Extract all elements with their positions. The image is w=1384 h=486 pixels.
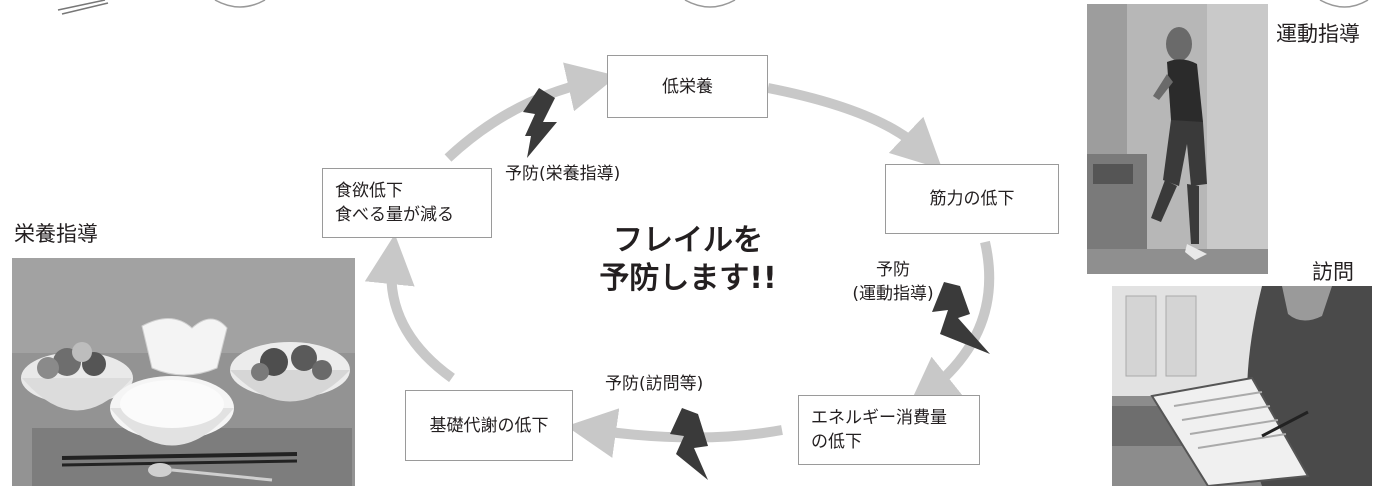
node-appetite-decline-line1: 食欲低下 (335, 181, 403, 201)
lightning-bolt-icon (523, 88, 557, 158)
node-undernutrition: 低栄養 (607, 55, 768, 118)
node-metabolism-decline-label: 基礎代謝の低下 (429, 415, 549, 436)
node-muscle-decline: 筋力の低下 (885, 164, 1059, 234)
node-undernutrition-label: 低栄養 (662, 76, 713, 97)
lightning-bolt-icon (670, 408, 708, 480)
node-energy-decline: エネルギー消費量 の低下 (798, 395, 980, 465)
node-energy-decline-line1: エネルギー消費量 (811, 408, 947, 428)
prevention-exercise-line2: (運動指導) (852, 284, 934, 304)
arrow-undernutrition-to-muscle (767, 83, 943, 170)
lightning-bolt-icon (932, 282, 990, 354)
prevention-nutrition-label: 予防(栄養指導) (505, 164, 621, 184)
nutrition-photo-caption: 栄養指導 (14, 222, 98, 246)
prevention-exercise-line1: 予防 (876, 260, 910, 280)
prevention-visit-label: 予防(訪問等) (605, 374, 704, 394)
home-visit-photo (1112, 286, 1372, 486)
node-muscle-decline-label: 筋力の低下 (929, 189, 1015, 209)
arrow-appetite-to-undernutrition (444, 62, 618, 162)
node-metabolism-decline: 基礎代謝の低下 (405, 390, 573, 461)
headline-line1: フレイルを (613, 223, 763, 258)
arrow-metabolism-to-appetite (364, 234, 455, 383)
prevention-exercise-label: 予防 (運動指導) (843, 258, 943, 306)
headline: フレイルを 予防します!! (568, 222, 808, 298)
headline-line2: 予防します!! (599, 261, 777, 296)
top-decoration (57, 0, 1369, 15)
node-appetite-decline: 食欲低下 食べる量が減る (322, 168, 492, 238)
exercise-guidance-photo (1087, 4, 1268, 274)
visit-photo-caption: 訪問 (1312, 260, 1354, 284)
node-appetite-decline-line2: 食べる量が減る (335, 205, 454, 225)
nutrition-guidance-photo (12, 258, 355, 486)
exercise-photo-caption: 運動指導 (1276, 22, 1360, 46)
arrow-muscle-to-energy (908, 240, 995, 408)
node-energy-decline-line2: の低下 (811, 432, 862, 452)
